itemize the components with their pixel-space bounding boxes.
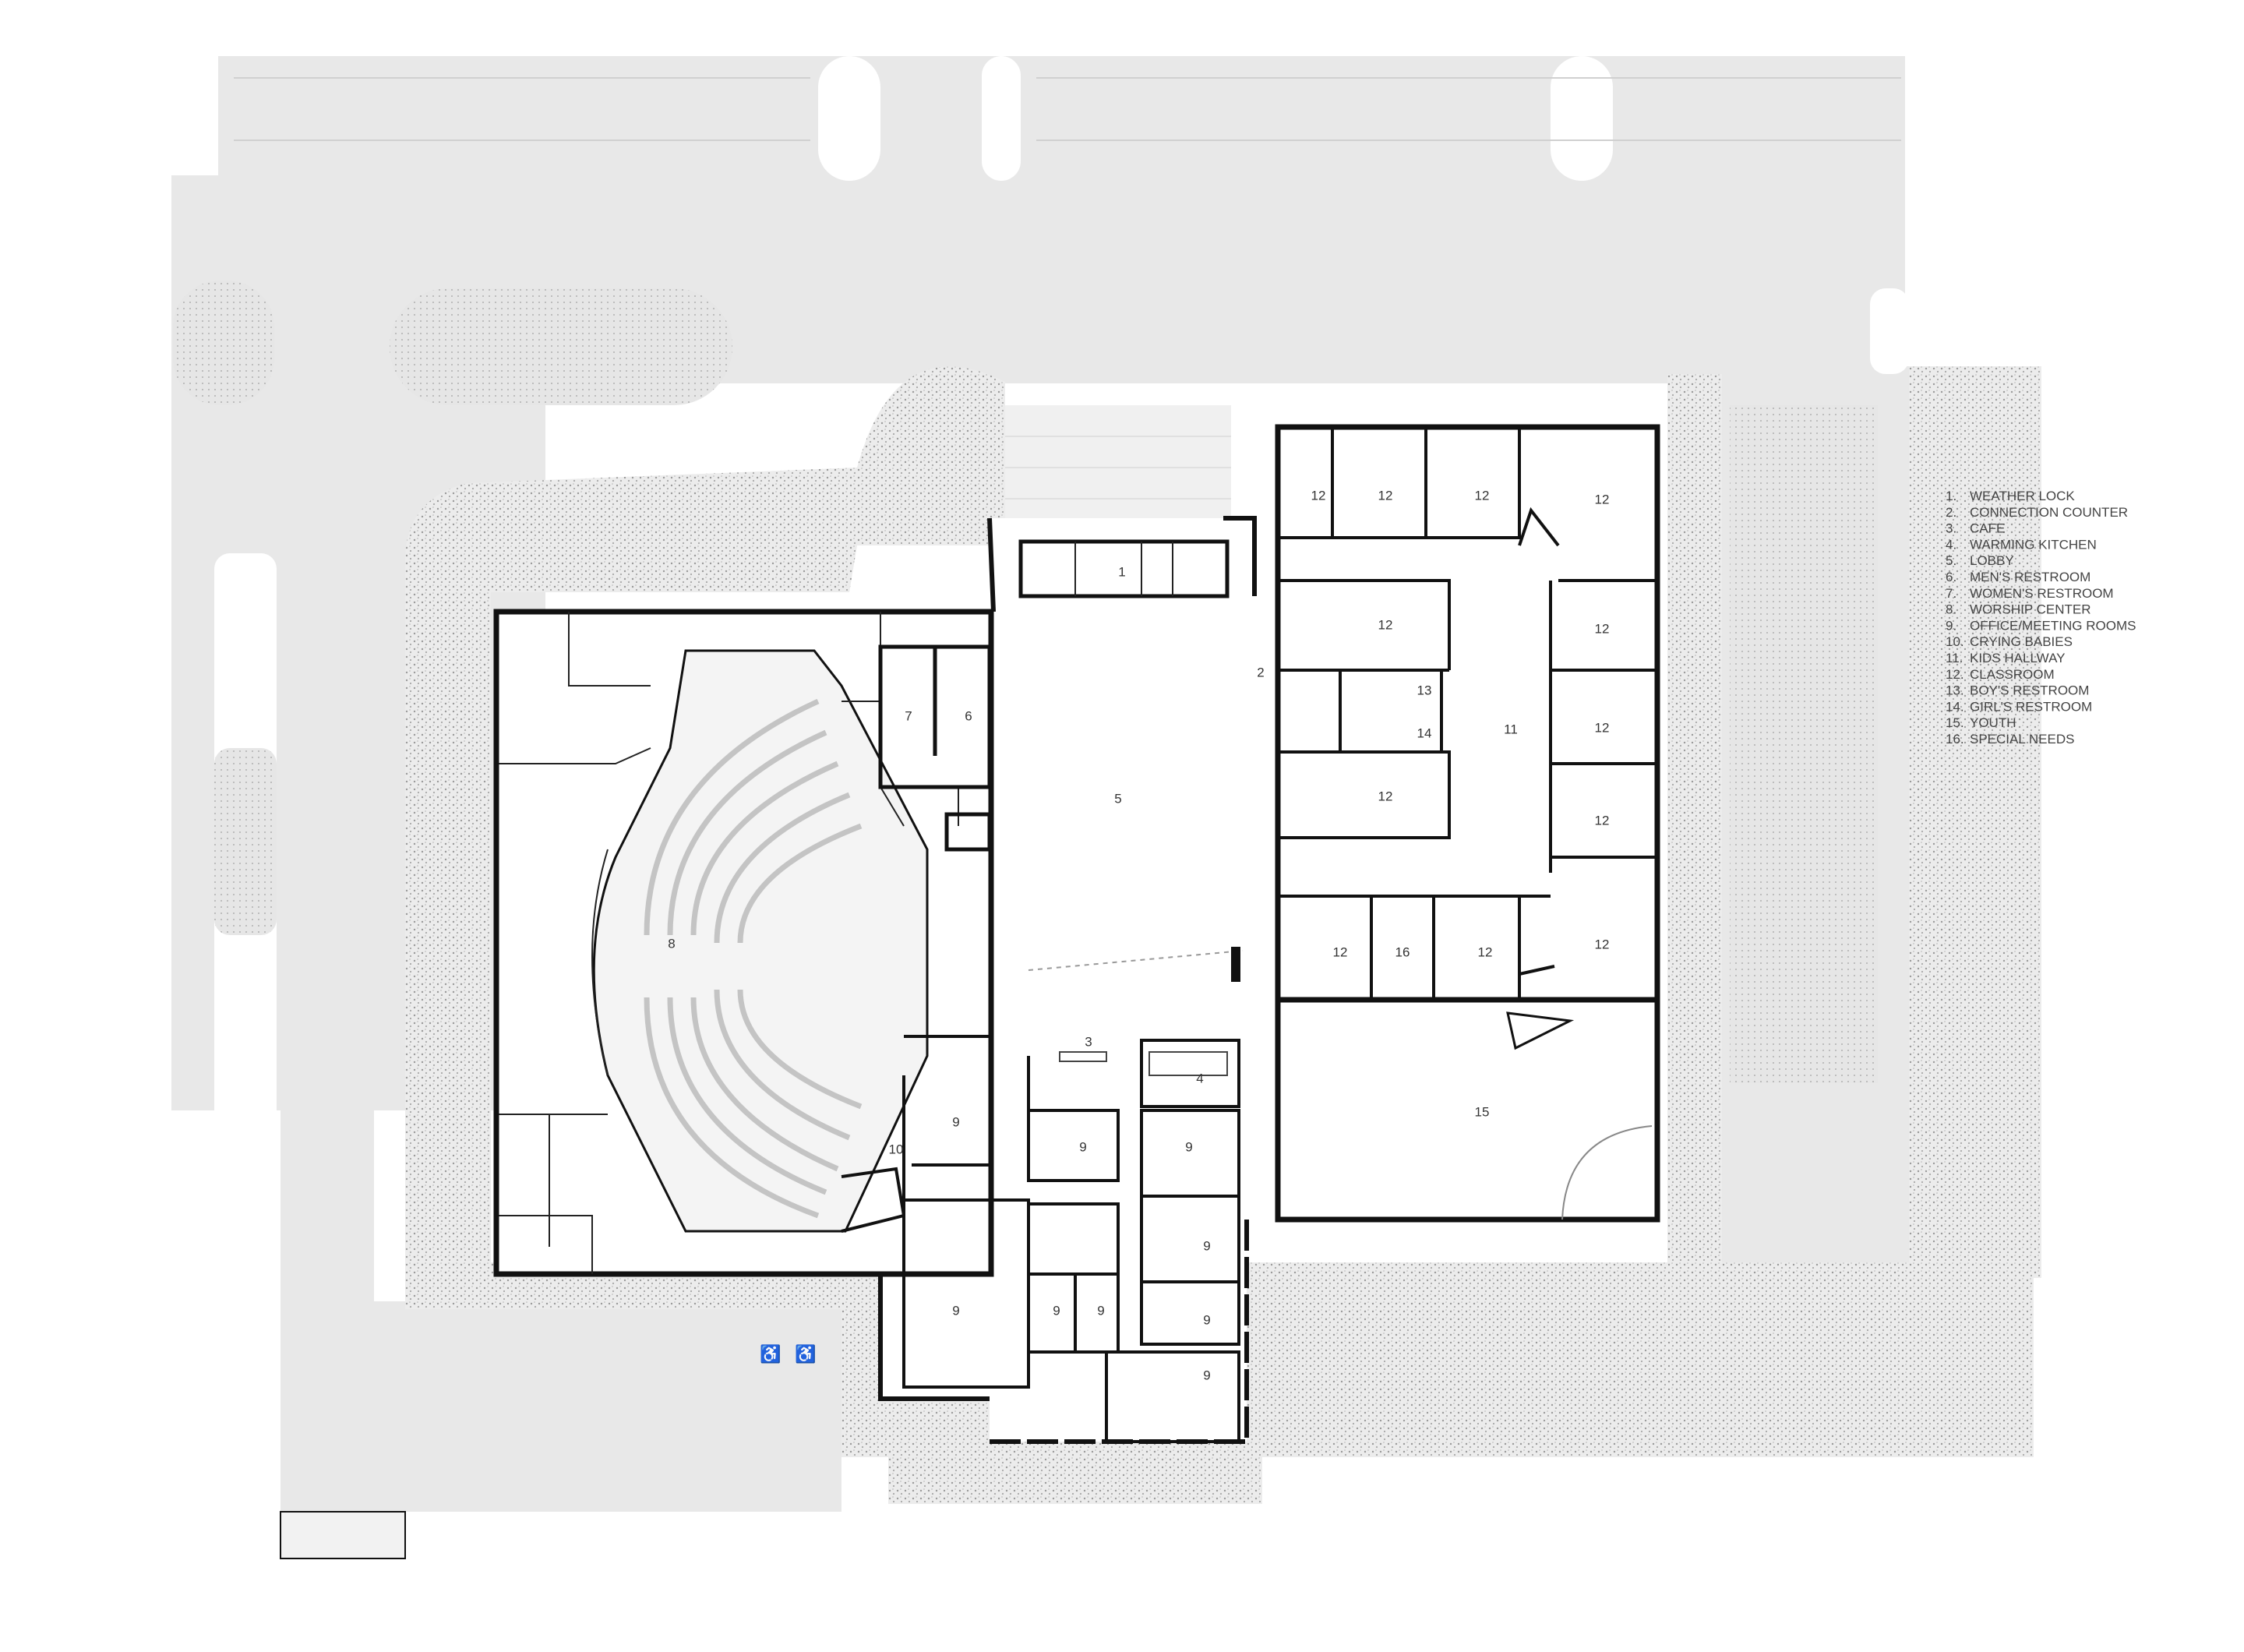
room-label-office: 9	[952, 1114, 959, 1129]
legend-number: 6.	[1946, 570, 1956, 584]
room-label-crying-babies: 10	[889, 1142, 904, 1156]
legend-name: CLASSROOM	[1970, 667, 2055, 682]
worship-center	[493, 609, 994, 1277]
room-legend: 1. WEATHER LOCK 2. CONNECTION COUNTER 3. CAFE…	[1946, 489, 2136, 747]
landscape-area	[280, 366, 2041, 1559]
room-label-office: 9	[1079, 1139, 1086, 1154]
room-label-classroom: 12	[1478, 944, 1493, 959]
room-label-classroom: 12	[1595, 937, 1610, 951]
legend-number: 12.	[1946, 667, 1964, 682]
room-label-warming-kitchen: 4	[1196, 1071, 1203, 1085]
legend-number: 10.	[1946, 634, 1964, 649]
room-label-office: 9	[1185, 1139, 1192, 1154]
room-label-lobby: 5	[1114, 791, 1121, 806]
room-label-boys-restroom: 13	[1417, 683, 1432, 697]
legend-number: 5.	[1946, 553, 1956, 568]
room-label-girls-restroom: 14	[1417, 725, 1432, 740]
room-label-office: 9	[952, 1303, 959, 1318]
svg-text:♿: ♿	[795, 1344, 816, 1364]
room-label-classroom: 12	[1311, 488, 1326, 503]
legend-number: 4.	[1946, 537, 1956, 552]
room-labels: 1 2 3 4 5 6 7 8 9 9 9 9 9 9 9 9 9 10 11 …	[668, 488, 1609, 1382]
room-label-weather-lock: 1	[1118, 564, 1125, 579]
room-label-classroom: 12	[1595, 720, 1610, 735]
room-label-office: 9	[1203, 1238, 1210, 1253]
room-label-connection-counter: 2	[1257, 665, 1264, 680]
legend-name: CAFE	[1970, 521, 2005, 536]
legend-number: 13.	[1946, 683, 1964, 698]
room-label-office: 9	[1203, 1312, 1210, 1327]
legend-name: CONNECTION COUNTER	[1970, 505, 2128, 520]
legend-number: 15.	[1946, 715, 1964, 730]
legend-number: 9.	[1946, 618, 1956, 633]
legend-name: OFFICE/MEETING ROOMS	[1970, 618, 2136, 633]
room-label-classroom: 12	[1595, 621, 1610, 636]
room-label-classroom: 12	[1595, 813, 1610, 828]
legend-name: SPECIAL NEEDS	[1970, 732, 2074, 747]
room-label-office: 9	[1053, 1303, 1060, 1318]
room-label-mens-restroom: 6	[965, 708, 972, 723]
lobby	[987, 516, 1257, 982]
accessible-parking-icon: ♿ ♿	[760, 1344, 816, 1364]
legend-name: LOBBY	[1970, 553, 2014, 568]
legend-number: 3.	[1946, 521, 1956, 536]
kids-wing	[1275, 424, 1660, 1003]
youth-room	[1275, 997, 1660, 1223]
legend-number: 1.	[1946, 489, 1956, 503]
legend-number: 7.	[1946, 586, 1956, 601]
room-label-special-needs: 16	[1395, 944, 1410, 959]
legend-name: BOY'S RESTROOM	[1970, 683, 2089, 698]
legend-name: WARMING KITCHEN	[1970, 537, 2097, 552]
room-label-classroom: 12	[1378, 789, 1393, 803]
room-label-cafe: 3	[1085, 1034, 1092, 1049]
room-label-worship-center: 8	[668, 936, 675, 951]
legend-name: KIDS HALLWAY	[1970, 651, 2066, 665]
legend-number: 14.	[1946, 699, 1964, 714]
legend-number: 2.	[1946, 505, 1956, 520]
room-label-classroom: 12	[1378, 488, 1393, 503]
room-label-classroom: 12	[1333, 944, 1348, 959]
legend-name: CRYING BABIES	[1970, 634, 2073, 649]
legend-number: 8.	[1946, 602, 1956, 617]
legend-name: MEN'S RESTROOM	[1970, 570, 2091, 584]
legend-number: 16.	[1946, 732, 1964, 747]
room-label-classroom: 12	[1595, 492, 1610, 507]
room-label-youth: 15	[1475, 1104, 1490, 1119]
room-label-womens-restroom: 7	[905, 708, 912, 723]
legend-name: WOMEN'S RESTROOM	[1970, 586, 2114, 601]
legend-name: WEATHER LOCK	[1970, 489, 2075, 503]
legend-number: 11.	[1946, 651, 1963, 665]
room-label-kids-hallway: 11	[1504, 722, 1518, 736]
room-label-classroom: 12	[1475, 488, 1490, 503]
legend-name: WORSHIP CENTER	[1970, 602, 2091, 617]
svg-text:♿: ♿	[760, 1344, 781, 1364]
legend-name: GIRL'S RESTROOM	[1970, 699, 2092, 714]
room-label-office: 9	[1203, 1368, 1210, 1382]
office-wing	[878, 1039, 1249, 1444]
room-label-classroom: 12	[1378, 617, 1393, 632]
legend-name: YOUTH	[1970, 715, 2016, 730]
room-label-office: 9	[1097, 1303, 1104, 1318]
